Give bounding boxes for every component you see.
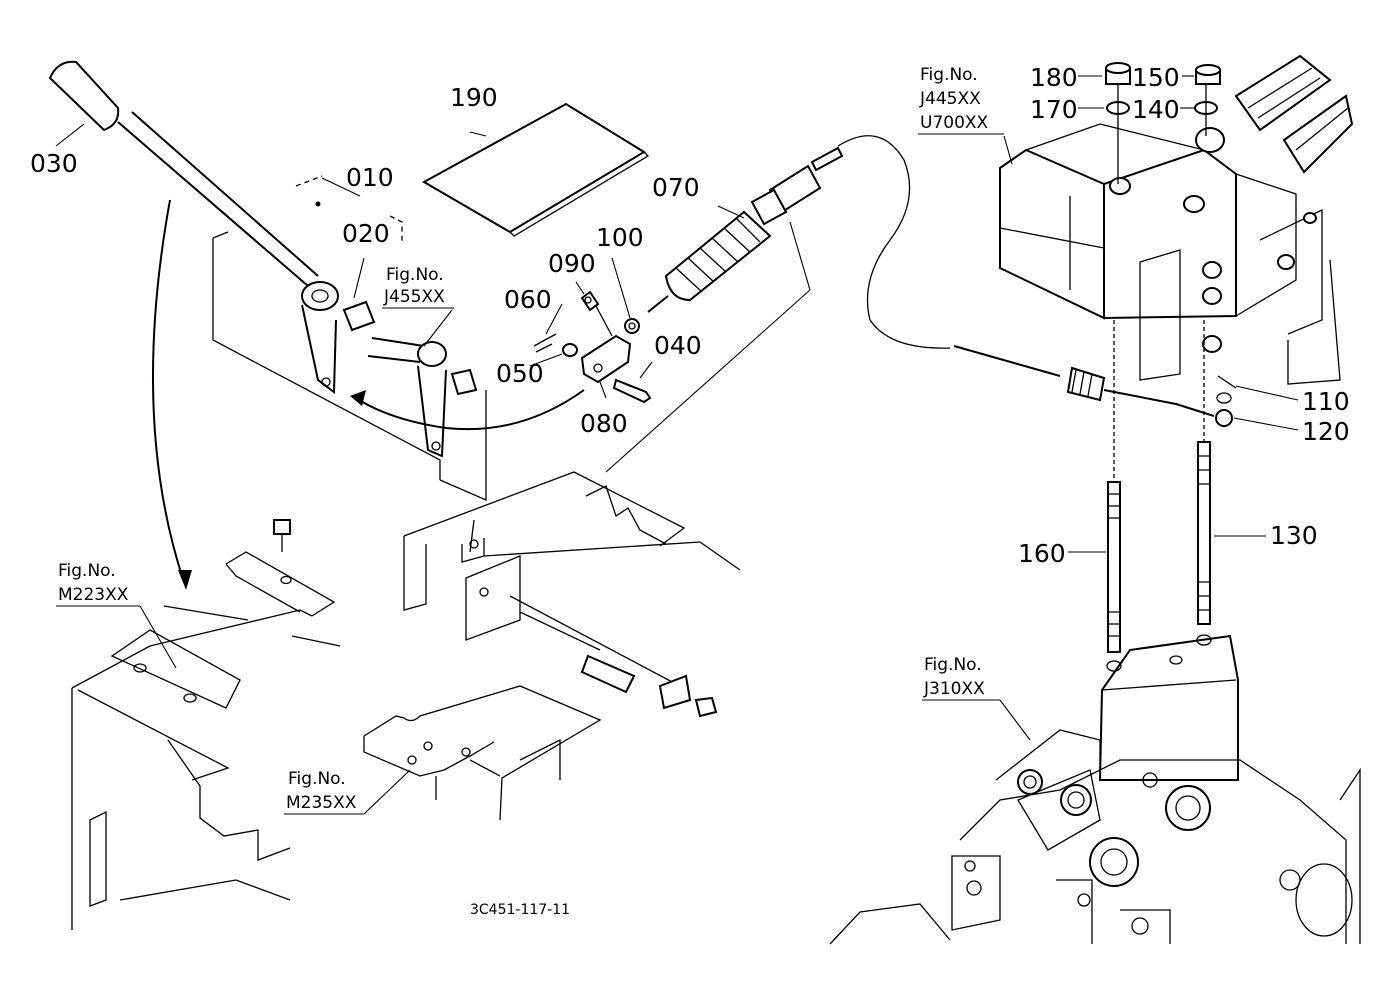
callout-020: 020	[342, 219, 390, 248]
lever-assembly	[48, 60, 585, 590]
callout-070: 070	[652, 173, 700, 202]
fig-ref-j455-code: J455XX	[383, 287, 445, 307]
fig-ref-u700-code: U700XX	[920, 113, 989, 133]
callout-010: 010	[346, 163, 394, 192]
mounting-bracket	[273, 221, 811, 718]
fig-ref-j445-title: Fig.No.	[920, 65, 978, 85]
fig-ref-m235-title: Fig.No.	[288, 769, 346, 789]
callout-labels: 030 010 020 190 070 100 090 060 040 050 …	[30, 63, 1350, 568]
fig-ref-j455: Fig.No. J455XX	[382, 265, 454, 309]
fig-ref-m223: Fig.No. M223XX	[56, 561, 140, 607]
callout-160: 160	[1018, 539, 1066, 568]
floor-plate	[71, 551, 341, 930]
fig-ref-m223-code: M223XX	[58, 585, 129, 605]
fig-ref-m235-code: M235XX	[286, 793, 357, 813]
callout-110: 110	[1302, 387, 1350, 416]
callout-080: 080	[580, 409, 628, 438]
fig-ref-m235: Fig.No. M235XX	[284, 769, 364, 815]
fig-ref-j445-code: J445XX	[919, 89, 981, 109]
callout-120: 120	[1302, 417, 1350, 446]
fig-ref-m223-title: Fig.No.	[58, 561, 116, 581]
callout-040: 040	[654, 331, 702, 360]
callout-130: 130	[1270, 521, 1318, 550]
callout-090: 090	[548, 249, 596, 278]
callout-030: 030	[30, 149, 78, 178]
callout-190: 190	[450, 83, 498, 112]
control-cable	[647, 135, 951, 349]
clevis-parts	[533, 290, 652, 404]
plate-m235	[363, 685, 602, 821]
fig-ref-j310-title: Fig.No.	[924, 655, 982, 675]
valve-block	[829, 54, 1361, 945]
figure-references: Fig.No. J455XX Fig.No. J445XX U700XX Fig…	[56, 65, 1004, 815]
drawing-code: 3C451-117-11	[470, 902, 570, 918]
callout-050: 050	[496, 359, 544, 388]
fig-ref-j310-code: J310XX	[923, 679, 985, 699]
callout-100: 100	[596, 223, 644, 252]
callout-140: 140	[1132, 95, 1180, 124]
callout-180: 180	[1030, 63, 1078, 92]
callout-150: 150	[1132, 63, 1180, 92]
callout-170: 170	[1030, 95, 1078, 124]
fig-ref-j310: Fig.No. J310XX	[922, 655, 1000, 701]
fig-ref-j445: Fig.No. J445XX U700XX	[918, 65, 1004, 135]
leader-lines	[55, 75, 1299, 815]
fig-ref-j455-title: Fig.No.	[386, 265, 444, 285]
callout-060: 060	[504, 285, 552, 314]
manual-booklet	[421, 102, 650, 237]
